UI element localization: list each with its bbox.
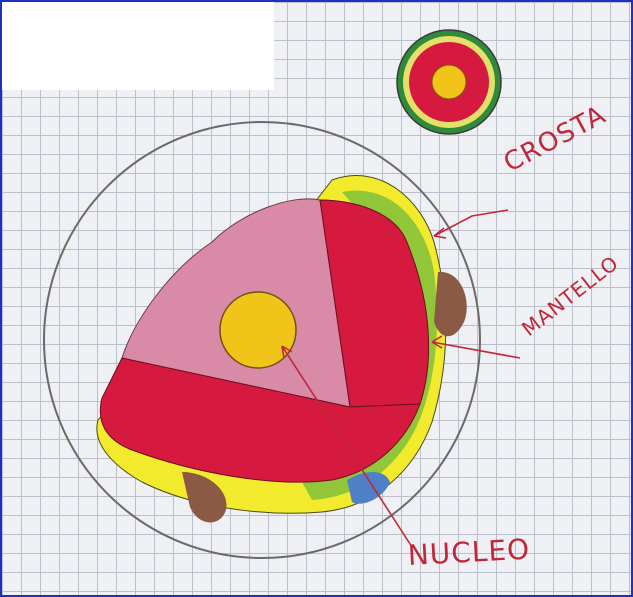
small-earth-diagram — [397, 30, 501, 134]
small-earth-core — [432, 65, 466, 99]
rock-right — [434, 272, 467, 336]
core-circle — [220, 292, 296, 368]
core-label: NUCLEO — [407, 533, 531, 572]
water-patch — [347, 472, 390, 504]
